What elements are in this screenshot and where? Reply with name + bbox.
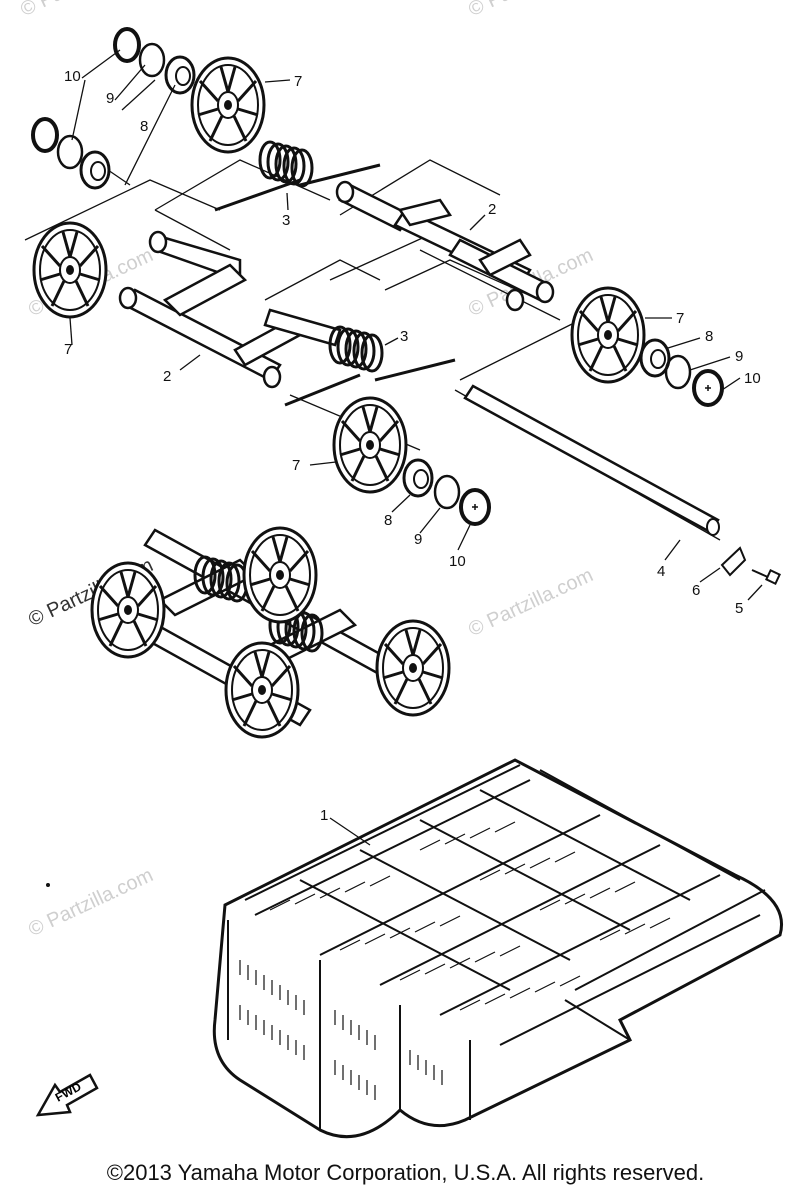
callout-9: 9 (735, 348, 743, 365)
drive-track: 1 (212, 758, 783, 1139)
callout-4: 4 (657, 563, 665, 580)
bolt (751, 569, 781, 585)
callout-2: 2 (163, 368, 171, 385)
callout-7: 7 (294, 73, 302, 90)
circlip-ring (31, 117, 59, 153)
callout-9: 9 (106, 90, 114, 107)
callout-10: 10 (744, 370, 761, 387)
callout-9: 9 (414, 531, 422, 548)
suspension-arm (118, 230, 342, 389)
callout-6: 6 (692, 582, 700, 599)
exploded-assembly: 10 9 8 7 3 2 7 2 3 7 8 9 10 7 8 9 10 (24, 27, 781, 617)
callout-10: 10 (64, 68, 81, 85)
forward-direction-arrow: FWD (35, 1073, 99, 1117)
copyright-notice: ©2013 Yamaha Motor Corporation, U.S.A. A… (106, 1160, 705, 1185)
callout-7: 7 (292, 457, 300, 474)
callout-8: 8 (705, 328, 713, 345)
bearing (164, 55, 196, 95)
plate (720, 546, 747, 577)
callout-8: 8 (384, 512, 392, 529)
bearing (79, 150, 111, 190)
washer (56, 134, 84, 170)
idler-wheel (242, 526, 318, 624)
callout-2: 2 (488, 201, 496, 218)
suspension-arm (335, 180, 555, 312)
washer (138, 42, 166, 78)
callout-1: 1 (320, 807, 328, 824)
washer (433, 474, 461, 510)
assembled-suspension (90, 526, 451, 739)
circlip-ring (113, 27, 141, 63)
callouts: 10 9 8 7 3 2 7 2 3 7 8 9 10 7 8 9 10 (64, 49, 763, 617)
callout-3: 3 (282, 212, 290, 229)
callout-8: 8 (140, 118, 148, 135)
callout-10: 10 (449, 553, 466, 570)
callout-7: 7 (676, 310, 684, 327)
idler-wheel (32, 221, 108, 319)
idler-wheel (375, 619, 451, 717)
axle-shaft (463, 384, 720, 536)
suspension-spring (258, 140, 314, 188)
wheel-cap (692, 369, 724, 407)
idler-wheel (190, 56, 266, 154)
idler-wheel (332, 396, 408, 494)
washer (664, 354, 692, 390)
callout-7: 7 (64, 341, 72, 358)
idler-wheel (224, 641, 300, 739)
idler-wheel (90, 561, 166, 659)
callout-5: 5 (735, 600, 743, 617)
idler-wheel (570, 286, 646, 384)
wheel-cap (459, 488, 491, 526)
bearing (402, 458, 434, 498)
callout-3: 3 (400, 328, 408, 345)
